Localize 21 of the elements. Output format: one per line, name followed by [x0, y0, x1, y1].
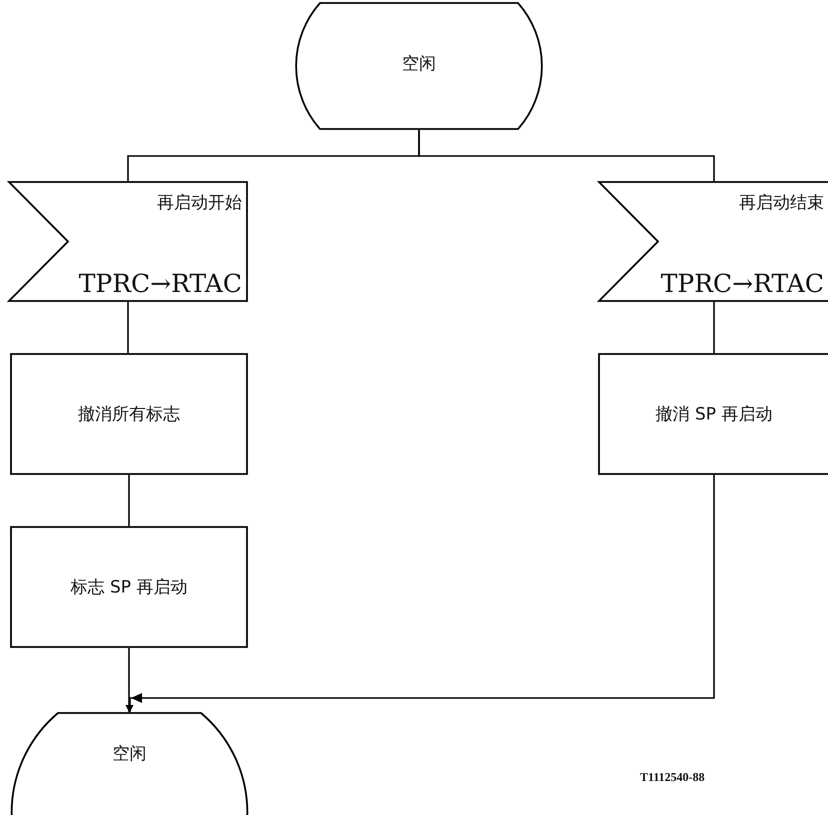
- signal-route: TPRC→RTAC: [660, 269, 824, 298]
- signal-route: TPRC→RTAC: [78, 269, 242, 298]
- input-signal-symbol: [8, 181, 248, 302]
- state-name: 空闲: [112, 743, 146, 765]
- task-box: [598, 353, 828, 475]
- task-box: [10, 526, 248, 648]
- task-text: 撤消所有标志: [78, 404, 180, 426]
- signal-name: 再启动开始: [157, 192, 242, 214]
- task-text: 撤消 SP 再启动: [656, 404, 772, 426]
- task-box: [10, 353, 248, 475]
- connector-line: [713, 302, 715, 353]
- connector-line: [128, 475, 130, 526]
- arrow: [126, 475, 715, 712]
- input-signal-symbol: [598, 181, 828, 302]
- figure-number: T1112540-88: [640, 770, 705, 785]
- arrow: [126, 648, 132, 712]
- connector-line: [127, 302, 129, 353]
- task-text: 标志 SP 再启动: [70, 576, 188, 598]
- state-name: 空闲: [402, 53, 436, 75]
- signal-name: 再启动结束: [739, 192, 824, 214]
- connector-line: [418, 130, 715, 181]
